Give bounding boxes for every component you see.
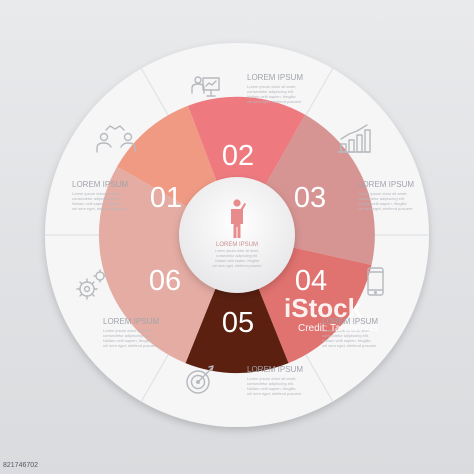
handshake-users-icon xyxy=(96,125,136,153)
segment-06-heading: LOREM IPSUM xyxy=(103,317,159,326)
center-body-line: vel sem eget, eleifend posuere xyxy=(213,264,262,268)
segment-02-body-line: vel sem eget, eleifend posuere xyxy=(247,99,302,104)
segment-01-body-line: consectetur adipiscing elit. xyxy=(72,196,119,201)
segment-01-heading: LOREM IPSUM xyxy=(72,180,128,189)
center-heading: LOREM IPSUM xyxy=(216,242,258,248)
center-circle xyxy=(179,177,295,293)
segment-02-body-line: Nullam velit sapien, fringilla xyxy=(247,94,296,99)
thinking-person-icon xyxy=(231,199,247,238)
presentation-board-icon xyxy=(191,76,220,97)
segment-number-06: 06 xyxy=(149,265,181,297)
segment-number-01: 01 xyxy=(150,182,182,214)
segment-06-body-line: Nullam velit sapien, fringilla xyxy=(103,338,152,343)
segment-06-body-line: Lorem ipsum dolor sit amet, xyxy=(103,328,152,333)
segment-04-body-line: vel sem eget, eleifend posuere xyxy=(322,343,377,348)
mobile-phone-icon xyxy=(367,267,384,296)
segment-05-body-line: vel sem eget, eleifend posuere xyxy=(247,391,302,396)
watermark-brand: iStock xyxy=(284,293,363,323)
segment-01-body-line: Nullam velit sapien, fringilla xyxy=(72,201,121,206)
segment-number-03: 03 xyxy=(294,182,326,214)
bar-chart-icon xyxy=(337,124,371,153)
segment-05[interactable] xyxy=(185,235,289,374)
segment-number-02: 02 xyxy=(222,140,254,172)
gears-icon xyxy=(76,269,107,300)
segment-05-body-line: Nullam velit sapien, fringilla xyxy=(247,386,296,391)
center-body-line: Nullam velit sapien, fringilla xyxy=(215,259,259,263)
segment-03-body-line: Lorem ipsum dolor sit amet, xyxy=(358,191,407,196)
segment-05-heading: LOREM IPSUM xyxy=(247,365,303,374)
segment-number-05: 05 xyxy=(222,307,254,339)
segment-06-body-line: consectetur adipiscing elit. xyxy=(103,333,150,338)
segment-02-body-line: consectetur adipiscing elit. xyxy=(247,89,294,94)
segment-04-body-line: Nullam velit sapien, fringilla xyxy=(322,338,371,343)
watermark-credit: Credit: TarapongS xyxy=(298,323,379,334)
segment-02-heading: LOREM IPSUM xyxy=(247,73,303,82)
segment-03-body-line: consectetur adipiscing elit. xyxy=(358,196,405,201)
segment-03-body-line: vel sem eget, eleifend posuere xyxy=(358,206,413,211)
watermark-image-id: 821746702 xyxy=(3,462,39,469)
segment-05-body-line: consectetur adipiscing elit. xyxy=(247,381,294,386)
segment-04-body-line: Lorem ipsum dolor sit amet, xyxy=(322,328,371,333)
segment-02-body-line: Lorem ipsum dolor sit amet, xyxy=(247,84,296,89)
segment-04-heading: LOREM IPSUM xyxy=(322,317,378,326)
segment-02[interactable] xyxy=(188,96,306,235)
center-body-line: Lorem ipsum dolor sit amet, xyxy=(215,249,259,253)
center-body-line: consectetur adipiscing elit. xyxy=(216,254,258,258)
segment-01-body-line: vel sem eget, eleifend posuere xyxy=(72,206,127,211)
segment-01-body-line: Lorem ipsum dolor sit amet, xyxy=(72,191,121,196)
target-arrow-icon xyxy=(186,365,214,394)
segment-03-body-line: Nullam velit sapien, fringilla xyxy=(358,201,407,206)
segment-05-body-line: Lorem ipsum dolor sit amet, xyxy=(247,376,296,381)
segment-number-04: 04 xyxy=(295,265,327,297)
segment-03-heading: LOREM IPSUM xyxy=(358,180,414,189)
segment-04-body-line: consectetur adipiscing elit. xyxy=(322,333,369,338)
segment-06-body-line: vel sem eget, eleifend posuere xyxy=(103,343,158,348)
